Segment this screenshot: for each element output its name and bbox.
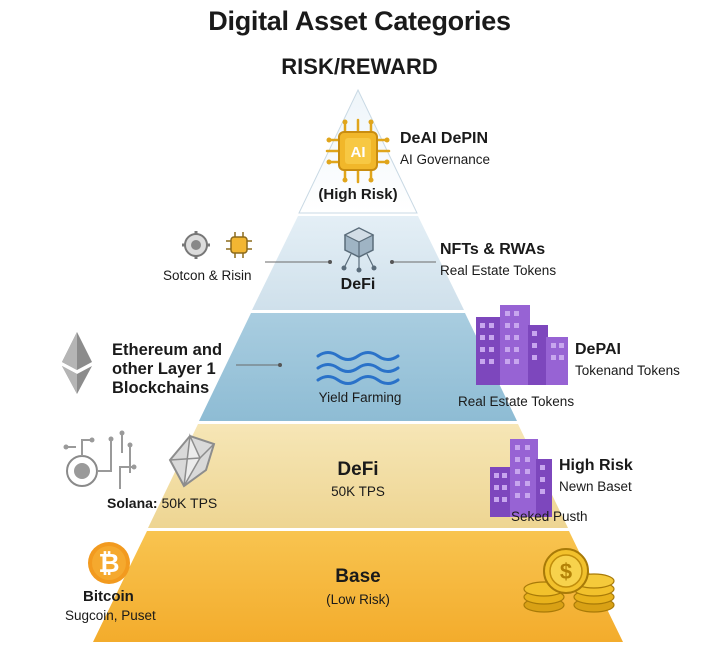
- ethereum-icon: [62, 332, 92, 394]
- tier-third-left-title: Ethereum and other Layer 1 Blockchains: [112, 341, 223, 397]
- ai-chip-icon: AI: [325, 118, 391, 184]
- tier-second-center: DeFi: [340, 276, 376, 293]
- tier-fourth-right-detail: Newn Baset: [559, 479, 632, 494]
- tier-second-right-detail: Real Estate Tokens: [440, 263, 557, 278]
- tier-fourth-right-title: High Risk: [559, 457, 633, 474]
- tier-third-bottom-label: Real Estate Tokens: [458, 394, 575, 409]
- page-subtitle: RISK/REWARD: [281, 54, 438, 79]
- tier-second-right-title: NFTs & RWAs: [440, 241, 546, 258]
- tier-third-center: Yield Farming: [318, 390, 402, 405]
- building-icon: [490, 439, 552, 517]
- svg-text:₿: ₿: [98, 548, 119, 578]
- tier-third-right-detail: Tokenand Tokens: [575, 363, 680, 378]
- tier-third-right-title: DePAI: [575, 341, 621, 358]
- gear-cluster-icon: [182, 231, 210, 259]
- tier-fourth-center-detail: 50K TPS: [331, 484, 385, 499]
- tier-second: [252, 216, 464, 310]
- tier-top-risk: (High Risk): [318, 186, 398, 203]
- building-icon: [476, 305, 568, 385]
- tier-top-detail: AI Governance: [400, 152, 491, 167]
- tier-fourth: [148, 424, 568, 528]
- svg-text:AI: AI: [351, 144, 366, 161]
- tier-base-left-title: Bitcoin: [83, 588, 134, 605]
- tier-second-left-label: Sotcon & Risin: [163, 268, 252, 283]
- tier-base-center-detail: (Low Risk): [326, 592, 390, 607]
- bitcoin-icon: ₿: [88, 542, 130, 584]
- gear-chip-icon: [226, 232, 252, 258]
- coin-stack-icon: $: [523, 548, 615, 613]
- tier-fourth-right-bottom: Seked Pusth: [511, 509, 588, 524]
- circuit-icon: [63, 430, 137, 489]
- tier-base: [93, 531, 623, 642]
- tier-fourth-left-label: Solana: 50K TPS: [107, 495, 217, 511]
- tier-base-left-detail: Sugcoin, Puset: [65, 608, 156, 623]
- tier-fourth-center: DeFi: [337, 459, 379, 480]
- tier-fourth-left-bold: Solana:: [107, 495, 158, 511]
- solana-shape-icon: [168, 433, 216, 488]
- wave-icon: [316, 351, 400, 385]
- tier-top-title: DeAI DePIN: [400, 130, 489, 147]
- cube-network-icon: [341, 227, 377, 273]
- tier-fourth-left-detail: 50K TPS: [161, 495, 218, 511]
- svg-text:$: $: [560, 559, 572, 584]
- tier-base-center: Base: [335, 566, 381, 587]
- page-title: Digital Asset Categories: [208, 6, 511, 36]
